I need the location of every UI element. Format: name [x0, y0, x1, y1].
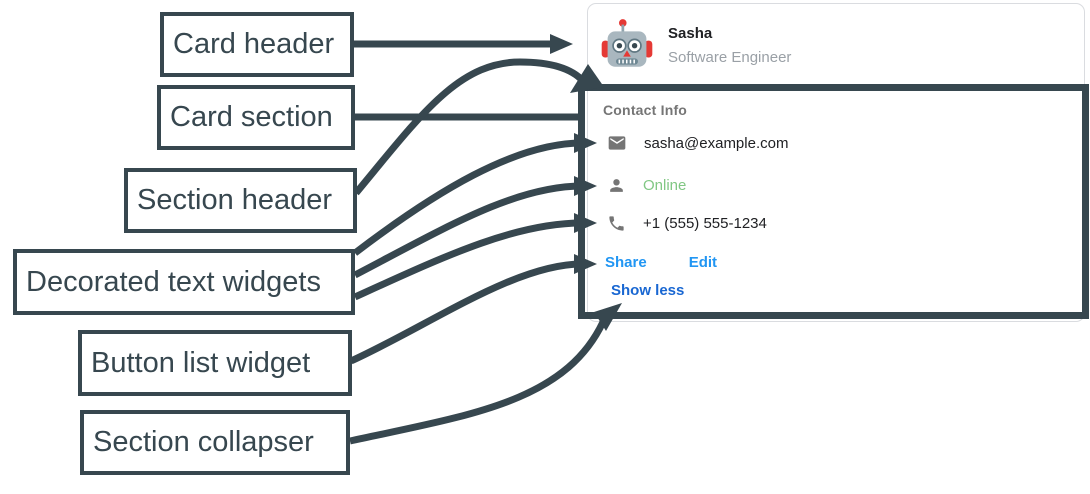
label-section-header-text: Section header [137, 184, 333, 216]
person-icon [610, 178, 623, 192]
label-section-collapser: Section collapser [80, 410, 350, 475]
label-section-collapser-text: Section collapser [93, 426, 314, 458]
label-card-header-text: Card header [173, 28, 335, 60]
arrow-section-collapser [349, 320, 607, 445]
arrow-decorated-email [352, 133, 597, 256]
label-card-header: Card header [160, 12, 354, 77]
email-text: sasha@example.com [644, 134, 789, 152]
arrow-section-header [353, 58, 586, 196]
section-header-text: Contact Info [603, 102, 688, 118]
decorated-text-row-email: sasha@example.com [607, 132, 788, 154]
label-card-section: Card section [157, 85, 355, 150]
arrow-decorated-status [353, 176, 597, 279]
share-button[interactable]: Share [605, 254, 647, 271]
label-button-list-widget: Button list widget [78, 330, 352, 396]
button-list: Share Edit [605, 254, 717, 271]
card-header-subtitle: Software Engineer [668, 49, 792, 66]
contact-card [587, 3, 1085, 322]
label-decorated-text-widgets: Decorated text widgets [13, 249, 355, 315]
arrow-button-list [349, 254, 597, 365]
robot-avatar-icon [601, 19, 653, 67]
phone-text: +1 (555) 555-1234 [643, 214, 767, 232]
edit-button[interactable]: Edit [688, 254, 718, 271]
decorated-text-row-phone: +1 (555) 555-1234 [607, 212, 767, 234]
arrow-decorated-phone [353, 213, 597, 301]
mail-icon [608, 136, 626, 150]
status-text: Online [643, 176, 687, 194]
label-button-list-widget-text: Button list widget [91, 346, 311, 379]
card-header-name: Sasha [668, 25, 713, 42]
label-section-header: Section header [124, 168, 357, 233]
label-decorated-text-widgets-text: Decorated text widgets [26, 265, 321, 298]
decorated-text-row-status: Online [607, 174, 686, 196]
section-collapser-button[interactable]: Show less [611, 282, 685, 299]
phone-icon [609, 215, 624, 231]
label-card-section-text: Card section [170, 101, 333, 133]
